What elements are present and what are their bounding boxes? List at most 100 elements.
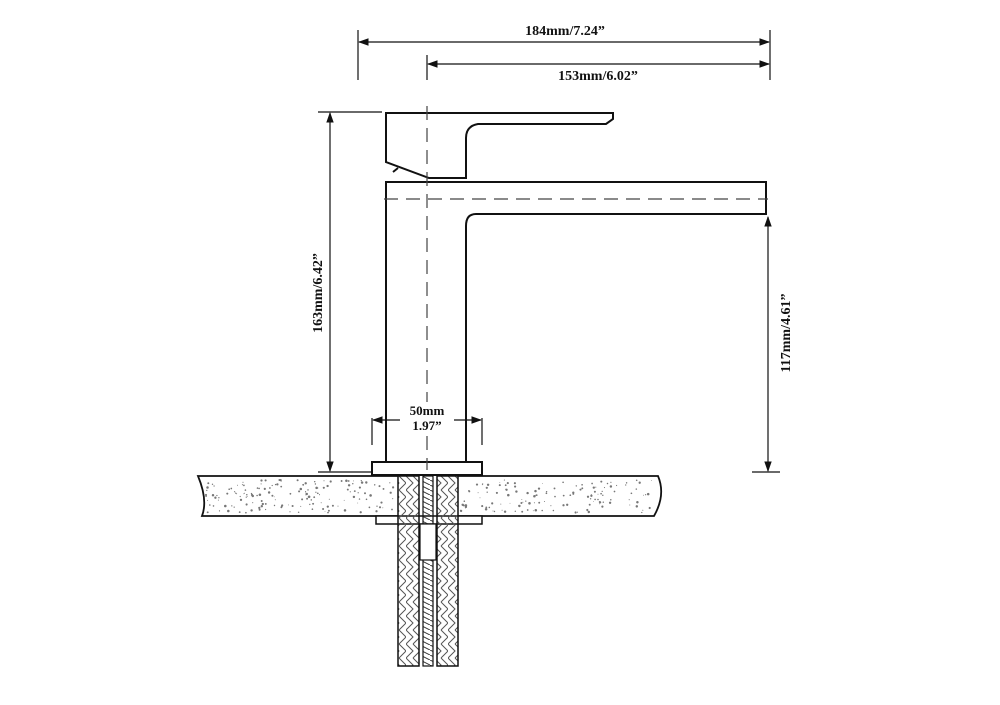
countertop-speckle — [218, 497, 220, 499]
countertop-speckle — [271, 484, 273, 487]
countertop-speckle — [641, 511, 643, 514]
countertop-speckle — [495, 491, 498, 494]
countertop-speckle — [485, 506, 488, 509]
countertop-speckle — [629, 504, 631, 506]
countertop-speckle — [239, 495, 241, 498]
countertop-speckle — [359, 511, 362, 514]
countertop-speckle — [389, 491, 392, 494]
countertop-speckle — [521, 510, 524, 513]
countertop-speckle — [481, 505, 484, 508]
countertop-speckle — [463, 500, 466, 502]
countertop-speckle — [368, 506, 371, 509]
countertop-speckle — [258, 506, 261, 510]
countertop-speckle — [392, 486, 395, 489]
countertop-speckle — [352, 483, 354, 485]
countertop-speckle — [307, 489, 309, 491]
countertop-speckle — [326, 505, 329, 508]
countertop-speckle — [562, 481, 564, 484]
countertop-speckle — [306, 497, 309, 500]
countertop-speckle — [244, 492, 245, 494]
countertop-speckle — [318, 494, 321, 496]
countertop-speckle — [326, 484, 329, 488]
countertop-speckle — [260, 500, 263, 502]
countertop-speckle — [206, 486, 209, 489]
countertop-speckle — [628, 499, 630, 501]
countertop-speckle — [313, 496, 316, 499]
countertop-speckle — [246, 495, 248, 497]
fixing-sleeve — [419, 523, 437, 561]
countertop-speckle — [228, 488, 231, 491]
countertop-speckle — [327, 509, 330, 512]
countertop-speckle — [369, 494, 372, 497]
countertop-speckle — [650, 480, 652, 481]
countertop-speckle — [256, 487, 259, 489]
countertop-speckle — [358, 498, 361, 500]
countertop-speckle — [625, 484, 627, 486]
countertop-speckle — [211, 493, 215, 497]
countertop-speckle — [227, 509, 230, 513]
countertop-speckle — [521, 498, 523, 500]
countertop-speckle — [226, 492, 229, 495]
countertop-speckle — [206, 511, 209, 514]
countertop-speckle — [533, 494, 536, 498]
countertop-speckle — [280, 506, 283, 509]
countertop-speckle — [534, 509, 538, 512]
base-diameter-in-label: 1.97” — [412, 418, 441, 433]
countertop-speckle — [610, 481, 612, 483]
countertop-speckle — [601, 490, 603, 493]
countertop-speckle — [606, 482, 609, 485]
countertop-speckle — [360, 481, 364, 484]
countertop-speckle — [625, 482, 628, 484]
countertop-speckle — [459, 509, 463, 513]
countertop-speckle — [263, 487, 266, 490]
countertop-speckle — [251, 494, 255, 498]
countertop-speckle — [477, 492, 479, 494]
countertop-speckle — [378, 485, 381, 488]
countertop-speckle — [244, 489, 247, 491]
countertop-speckle — [532, 510, 534, 512]
countertop-speckle — [271, 494, 274, 497]
countertop-speckle — [236, 493, 238, 495]
countertop-speckle — [492, 510, 494, 512]
countertop-speckle — [238, 511, 241, 513]
countertop-speckle — [323, 480, 325, 482]
countertop-speckle — [613, 490, 616, 493]
countertop-speckle — [501, 509, 503, 511]
countertop-speckle — [586, 495, 590, 498]
countertop-speckle — [264, 502, 267, 505]
countertop-speckle — [357, 492, 359, 494]
countertop-speckle — [574, 511, 577, 514]
countertop-speckle — [462, 504, 465, 507]
countertop-speckle — [506, 482, 509, 485]
countertop-speckle — [311, 508, 314, 511]
countertop-speckle — [230, 487, 233, 490]
countertop-speckle — [256, 494, 258, 497]
countertop-speckle — [391, 508, 393, 511]
countertop-speckle — [503, 510, 507, 513]
countertop-speckle — [479, 497, 481, 499]
countertop-speckle — [324, 511, 326, 513]
dimension-spout-reach: 153mm/6.02” — [426, 55, 771, 84]
countertop-speckle — [588, 503, 591, 506]
countertop-speckle — [562, 494, 565, 497]
countertop-speckle — [322, 507, 325, 511]
countertop-speckle — [569, 494, 572, 497]
countertop-speckle — [353, 490, 356, 492]
countertop-speckle — [233, 506, 235, 508]
countertop-speckle — [602, 501, 605, 503]
countertop-speckle — [550, 505, 552, 507]
countertop-speckle — [572, 491, 575, 494]
countertop-speckle — [589, 498, 592, 500]
countertop-speckle — [273, 504, 276, 507]
countertop-speckle — [586, 508, 589, 512]
countertop-speckle — [520, 502, 523, 504]
supply-hose-left — [397, 475, 420, 667]
overall-width-label: 184mm/7.24” — [525, 24, 605, 39]
countertop-speckle — [241, 484, 243, 486]
countertop-speckle — [382, 507, 384, 509]
dimension-total-height: 163mm/6.42” — [311, 111, 382, 473]
countertop-speckle — [346, 488, 349, 491]
countertop-speckle — [389, 482, 391, 484]
countertop-speckle — [269, 487, 271, 489]
countertop-speckle — [298, 490, 301, 493]
